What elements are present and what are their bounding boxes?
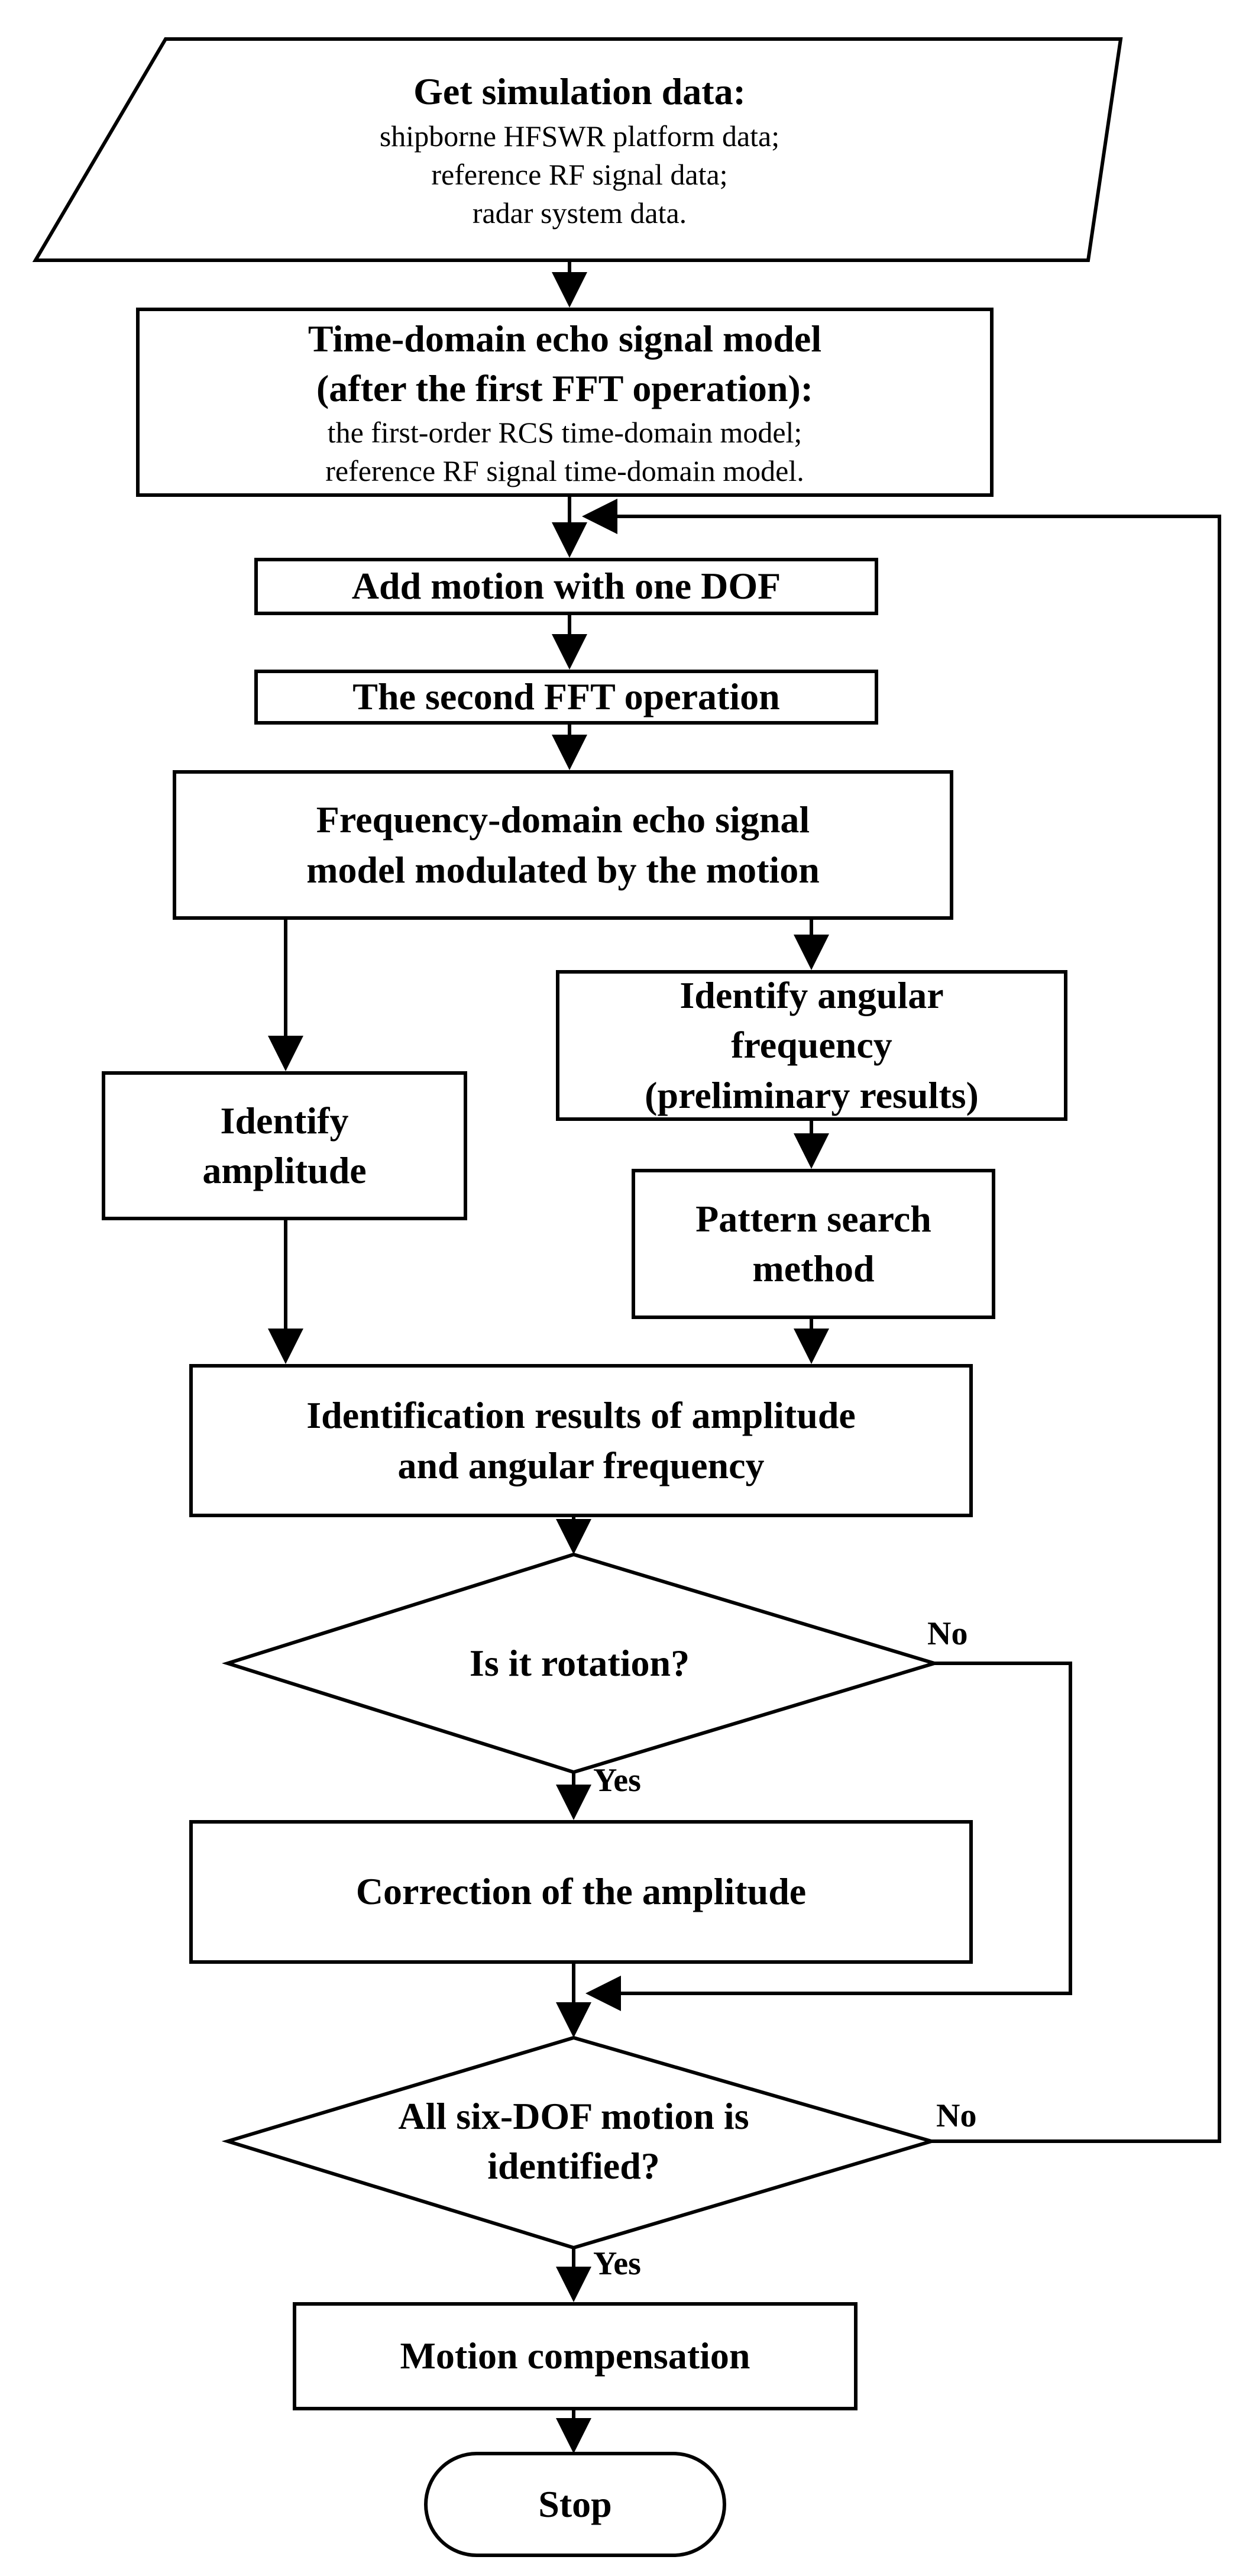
time-model-line-2: reference RF signal time-domain model. [325,454,804,488]
all-identified-line-2: identified? [487,2145,660,2187]
stop-label: Stop [538,2483,612,2525]
all-yes-label: Yes [593,2245,641,2282]
time-model-title-2: (after the first FFT operation): [316,367,814,409]
results-line-1: Identification results of amplitude [306,1394,856,1437]
time-model-line-1: the first-order RCS time-domain model; [327,416,803,450]
stop-node: Stop [426,2454,724,2555]
identify-amplitude-box: Identify amplitude [102,1071,467,1220]
results-line-2: and angular frequency [397,1444,765,1486]
identify-freq-line-1: Identify angular [679,974,944,1016]
is-rotation-text: Is it rotation? [331,1624,828,1703]
identify-amp-line-2: amplitude [202,1149,367,1191]
pattern-search-line-2: method [752,1247,875,1289]
arrow-rotation-no-bypass [585,1662,1072,2011]
add-motion-label: Add motion with one DOF [351,565,781,607]
rotation-no-label: No [927,1615,968,1652]
start-node: Get simulation data: shipborne HFSWR pla… [106,39,1053,260]
compensation-label: Motion compensation [400,2335,750,2377]
second-fft-box: The second FFT operation [254,670,878,725]
time-model-title-1: Time-domain echo signal model [308,317,822,360]
start-parallelogram [32,37,1123,262]
start-line-1: shipborne HFSWR platform data; [379,119,780,153]
rotation-yes-label: Yes [593,1762,641,1799]
motion-compensation-box: Motion compensation [293,2302,858,2410]
pattern-search-line-1: Pattern search [695,1197,931,1240]
stop-terminal [424,2452,726,2557]
start-title: Get simulation data: [413,70,746,113]
time-domain-model-box: Time-domain echo signal model (after the… [136,308,994,497]
correction-label: Correction of the amplitude [355,1870,807,1913]
identify-freq-line-3: (preliminary results) [645,1074,979,1116]
freq-model-line-1: Frequency-domain echo signal [316,799,810,841]
is-rotation-label: Is it rotation? [469,1641,690,1684]
all-identified-text: All six-DOF motion is identified? [313,2082,834,2200]
identify-angular-frequency-box: Identify angular frequency (preliminary … [556,970,1067,1121]
correction-box: Correction of the amplitude [189,1820,973,1964]
frequency-domain-model-box: Frequency-domain echo signal model modul… [173,770,953,920]
identification-results-box: Identification results of amplitude and … [189,1364,973,1517]
start-line-2: reference RF signal data; [431,157,728,191]
start-line-3: radar system data. [472,196,687,230]
freq-model-line-2: model modulated by the motion [306,848,820,891]
all-no-label: No [936,2097,977,2134]
all-identified-line-1: All six-DOF motion is [398,2095,749,2137]
identify-amp-line-1: Identify [220,1099,349,1142]
second-fft-label: The second FFT operation [352,675,780,718]
pattern-search-box: Pattern search method [632,1169,995,1319]
identify-freq-line-2: frequency [731,1024,892,1066]
arrow-all-no-loop [582,499,1221,2143]
add-motion-box: Add motion with one DOF [254,558,878,615]
